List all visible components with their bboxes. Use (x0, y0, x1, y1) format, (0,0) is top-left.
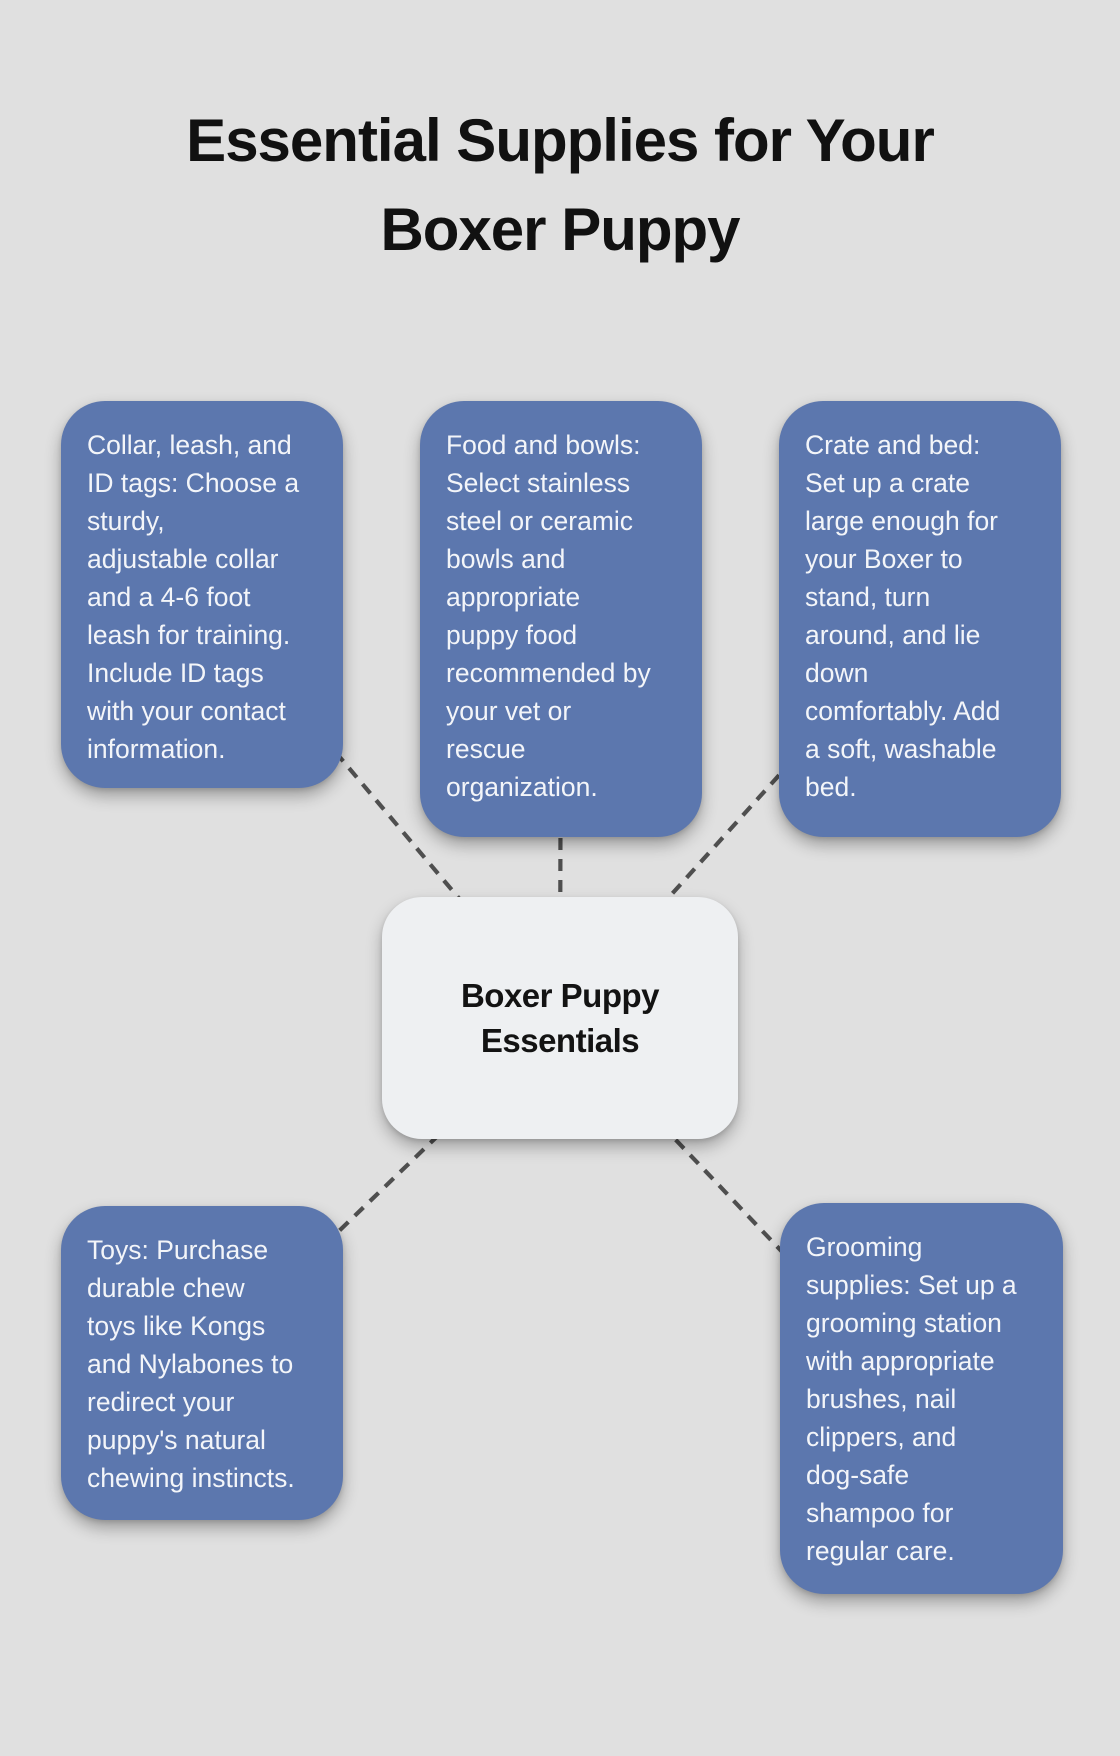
node-crate-and-bed: Crate and bed: Set up a crate large enou… (779, 401, 1061, 837)
center-node-label: Boxer Puppy Essentials (460, 977, 660, 1059)
node-collar-leash-id-tags: Collar, leash, and ID tags: Choose a stu… (61, 401, 343, 788)
node-toys: Toys: Purchase durable chew toys like Ko… (61, 1206, 343, 1520)
page-title: Essential Supplies for Your Boxer Puppy (186, 107, 935, 263)
node-food-and-bowls: Food and bowls: Select stainless steel o… (420, 401, 702, 837)
center-node: Boxer Puppy Essentials (382, 897, 738, 1139)
node-grooming-supplies: Grooming supplies: Set up a grooming sta… (780, 1203, 1063, 1594)
